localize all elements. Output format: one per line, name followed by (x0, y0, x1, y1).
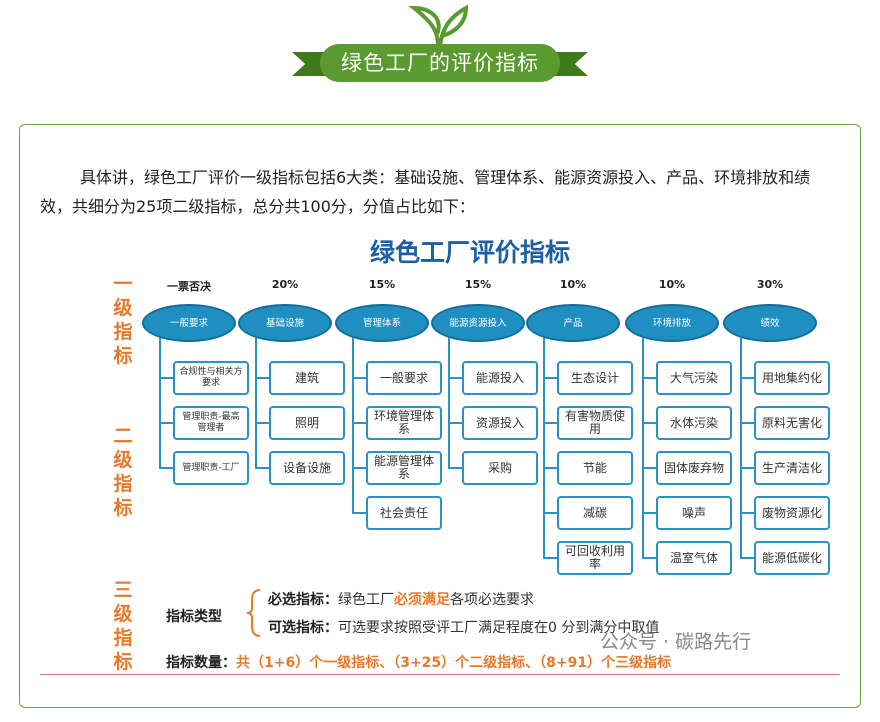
weight-label: 20% (271, 278, 299, 291)
type-label: 指标类型 (166, 609, 222, 625)
required-line: 必选指标：绿色工厂必须满足各项必选要求 (268, 592, 534, 608)
connector-line (159, 467, 175, 469)
indicator-figure: 绿色工厂评价指标 一级指标 二级指标 三级指标 指标类型 必选指标：绿色工厂必须… (100, 228, 840, 674)
connector-line (159, 338, 161, 469)
connector-line (159, 422, 175, 424)
connector-line (255, 422, 271, 424)
sprout-icon (408, 4, 469, 48)
level-2-node: 减碳 (557, 496, 633, 530)
connector-line (255, 338, 257, 469)
connector-line (352, 467, 368, 469)
weight-label: 一票否决 (167, 280, 211, 293)
connector-line (543, 512, 559, 514)
content-card (19, 124, 861, 708)
level-2-node: 废物资源化 (754, 496, 830, 530)
connector-line (543, 377, 559, 379)
connector-line (448, 467, 464, 469)
level-2-node: 有害物质使用 (557, 406, 633, 440)
connector-line (642, 467, 658, 469)
weight-label: 15% (464, 278, 492, 291)
level-2-node: 采购 (462, 451, 538, 485)
level-1-node: 一般要求 (142, 304, 236, 342)
level-2-node: 设备设施 (269, 451, 345, 485)
brace-icon (246, 589, 261, 637)
connector-line (543, 467, 559, 469)
level-2-node: 用地集约化 (754, 361, 830, 395)
connector-line (448, 338, 450, 469)
weight-label: 15% (368, 278, 396, 291)
level-2-node: 管理职责-工厂 (173, 451, 249, 485)
level-2-node: 合规性与相关方要求 (173, 361, 249, 395)
level-2-node: 社会责任 (366, 496, 442, 530)
count-line: 指标数量：共（1+6）个一级指标、（3+25）个二级指标、（8+91）个三级指标 (166, 655, 672, 671)
level-2-label: 二级指标 (113, 425, 133, 519)
level-1-node: 绩效 (723, 304, 817, 342)
level-2-node: 噪声 (656, 496, 732, 530)
connector-line (740, 557, 756, 559)
level-3-label: 三级指标 (113, 579, 133, 673)
connector-line (255, 467, 271, 469)
weight-label: 10% (559, 278, 587, 291)
level-2-node: 一般要求 (366, 361, 442, 395)
level-2-node: 环境管理体系 (366, 406, 442, 440)
level-2-node: 照明 (269, 406, 345, 440)
divider (40, 674, 840, 675)
optional-line: 可选指标：可选要求按照受评工厂满足程度在0 分到满分中取值 (268, 620, 660, 636)
connector-line (642, 512, 658, 514)
level-2-node: 节能 (557, 451, 633, 485)
level-1-node: 能源资源投入 (431, 304, 525, 342)
figure-title: 绿色工厂评价指标 (369, 238, 570, 267)
level-1-node: 环境排放 (625, 304, 719, 342)
connector-line (740, 338, 742, 559)
connector-line (352, 338, 354, 514)
connector-line (543, 422, 559, 424)
level-2-node: 能源投入 (462, 361, 538, 395)
intro-paragraph: 具体讲，绿色工厂评价一级指标包括6大类：基础设施、管理体系、能源资源投入、产品、… (40, 168, 811, 216)
level-2-node: 能源低碳化 (754, 541, 830, 575)
level-1-node: 产品 (526, 304, 620, 342)
level-2-node: 能源管理体系 (366, 451, 442, 485)
level-2-node: 原料无害化 (754, 406, 830, 440)
section-title: 绿色工厂的评价指标 (320, 44, 560, 82)
connector-line (642, 377, 658, 379)
connector-line (740, 377, 756, 379)
level-1-node: 基础设施 (238, 304, 332, 342)
section-banner: 绿色工厂的评价指标 (292, 44, 588, 82)
level-2-node: 生产清洁化 (754, 451, 830, 485)
watermark: 公众号 · 碳路先行 (600, 631, 752, 653)
connector-line (740, 422, 756, 424)
level-2-node: 生态设计 (557, 361, 633, 395)
level-1-label: 一级指标 (113, 273, 133, 367)
level-2-node: 建筑 (269, 361, 345, 395)
level-2-node: 固体废弃物 (656, 451, 732, 485)
connector-line (740, 467, 756, 469)
connector-line (255, 377, 271, 379)
connector-line (448, 422, 464, 424)
connector-line (352, 377, 368, 379)
level-2-node: 资源投入 (462, 406, 538, 440)
connector-line (543, 338, 545, 559)
connector-line (642, 338, 644, 559)
connector-line (352, 512, 368, 514)
level-2-node: 温室气体 (656, 541, 732, 575)
level-2-node: 水体污染 (656, 406, 732, 440)
connector-line (642, 422, 658, 424)
level-2-node: 可回收利用率 (557, 541, 633, 575)
level-1-node: 管理体系 (335, 304, 429, 342)
weight-label: 10% (658, 278, 686, 291)
connector-line (352, 422, 368, 424)
connector-line (448, 377, 464, 379)
level-2-node: 大气污染 (656, 361, 732, 395)
level-2-node: 管理职责-最高管理者 (173, 406, 249, 440)
connector-line (642, 557, 658, 559)
connector-line (543, 557, 559, 559)
weight-label: 30% (756, 278, 784, 291)
connector-line (159, 377, 175, 379)
connector-line (740, 512, 756, 514)
